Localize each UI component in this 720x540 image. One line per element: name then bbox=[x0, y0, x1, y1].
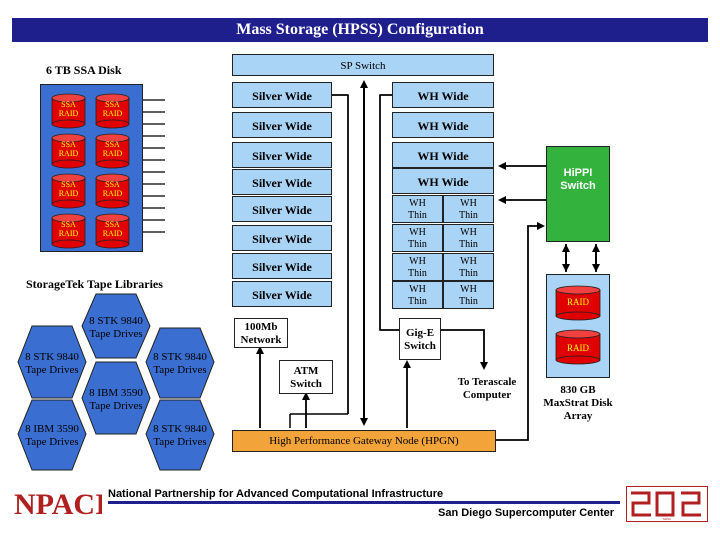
silver-wide-node: Silver Wide bbox=[232, 112, 332, 138]
silver-wide-node: Silver Wide bbox=[232, 196, 332, 222]
silver-wide-node: Silver Wide bbox=[232, 169, 332, 195]
page-title: Mass Storage (HPSS) Configuration bbox=[12, 18, 708, 42]
sp-switch: SP Switch bbox=[232, 54, 494, 76]
npaci-logo: NPACI bbox=[12, 486, 107, 522]
ssa-raid-cylinder bbox=[51, 213, 86, 249]
raid-array-label: 830 GB MaxStrat Disk Array bbox=[543, 384, 613, 422]
footer-org: National Partnership for Advanced Comput… bbox=[108, 488, 444, 500]
ssa-raid-cylinder bbox=[95, 93, 130, 129]
tape-cell bbox=[81, 293, 151, 359]
wh-wide-node: WH Wide bbox=[392, 168, 494, 194]
tape-title: StorageTek Tape Libraries bbox=[26, 277, 163, 291]
ssa-cylinder-layer bbox=[51, 93, 130, 249]
silver-wide-node: Silver Wide bbox=[232, 82, 332, 108]
terascale-label: To Terascale Computer bbox=[457, 376, 517, 401]
sdsc-logo-text: SDSC bbox=[663, 517, 672, 521]
tape-cell bbox=[145, 399, 215, 471]
npaci-logo-text: NPACI bbox=[14, 488, 102, 521]
ssa-raid-cylinder bbox=[95, 173, 130, 209]
gige-switch: Gig-E Switch bbox=[399, 318, 441, 360]
sdsc-logo: SDSC bbox=[626, 486, 708, 522]
ssa-raid-cylinder bbox=[51, 173, 86, 209]
footer-center: San Diego Supercomputer Center bbox=[438, 507, 615, 519]
wh-wide-node: WH Wide bbox=[392, 82, 494, 108]
ssa-raid-cylinder bbox=[95, 133, 130, 169]
silver-wide-node: Silver Wide bbox=[232, 281, 332, 307]
ssa-raid-cylinder bbox=[51, 93, 86, 129]
raid-label: RAID bbox=[567, 343, 589, 353]
atm-switch: ATM Switch bbox=[279, 360, 333, 394]
terascale-arrow bbox=[440, 329, 488, 370]
footer-rule bbox=[108, 501, 620, 504]
disk-title: 6 TB SSA Disk bbox=[46, 63, 122, 77]
hpgn-hippi-arrow bbox=[496, 222, 545, 441]
raid-cylinder bbox=[555, 285, 601, 321]
silver-wide-node: Silver Wide bbox=[232, 225, 332, 251]
disk-bus-lines bbox=[143, 99, 165, 233]
wh-wide-node: WH Wide bbox=[392, 142, 494, 168]
silver-wide-node: Silver Wide bbox=[232, 253, 332, 279]
hpgn-node: High Performance Gateway Node (HPGN) bbox=[232, 430, 496, 452]
raid-label: RAID bbox=[567, 297, 589, 307]
tape-cell bbox=[17, 399, 87, 471]
raid-cylinder-layer bbox=[555, 285, 601, 365]
wh-wide-node: WH Wide bbox=[392, 112, 494, 138]
silver-wide-node: Silver Wide bbox=[232, 142, 332, 168]
ssa-raid-cylinder bbox=[51, 133, 86, 169]
network-100mb: 100Mb Network bbox=[234, 318, 288, 348]
tape-cell bbox=[17, 325, 87, 399]
ssa-raid-cylinder bbox=[95, 213, 130, 249]
tape-cell bbox=[81, 361, 151, 435]
raid-cylinder bbox=[555, 329, 601, 365]
hippi-switch: HiPPI Switch bbox=[546, 146, 610, 242]
tape-cell bbox=[145, 327, 215, 399]
